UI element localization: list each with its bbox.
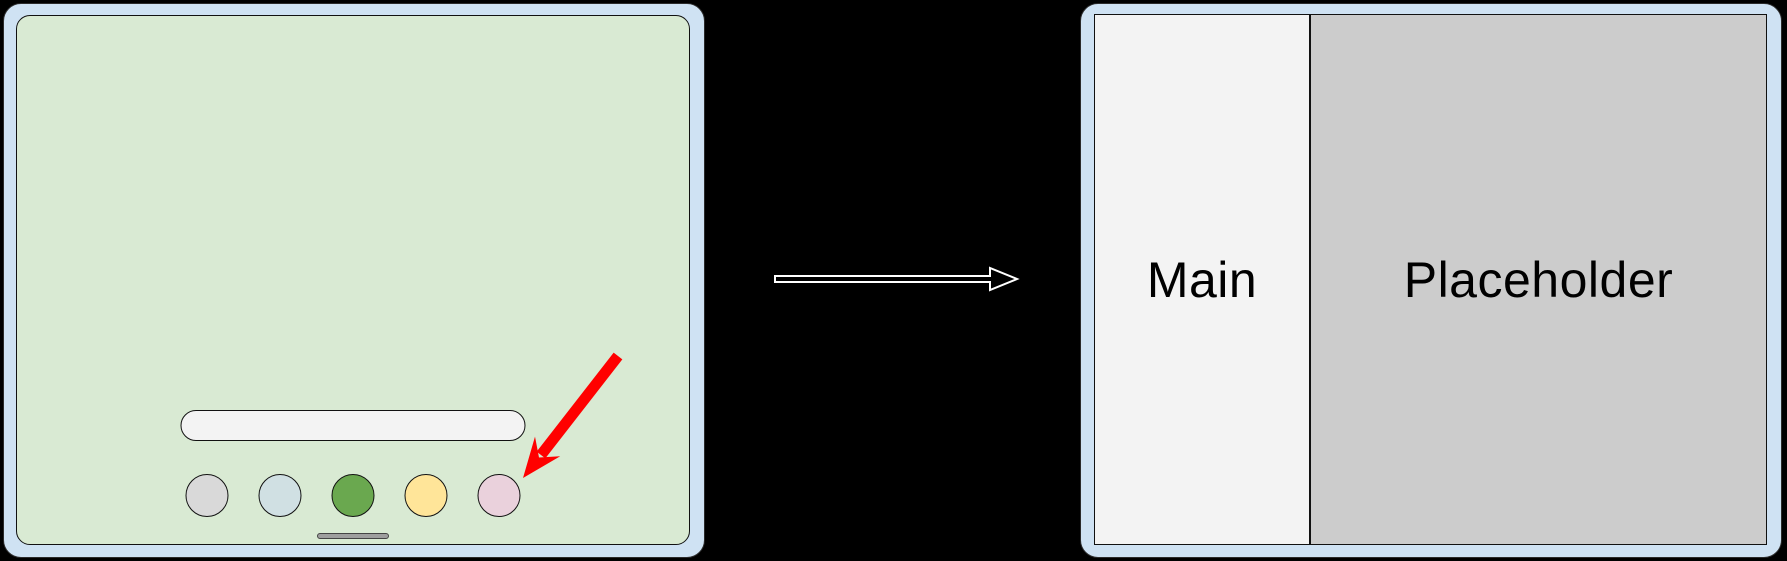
green-app-icon[interactable]: [331, 474, 375, 517]
red-pointer-arrow: [523, 352, 623, 478]
search-bar[interactable]: [180, 410, 526, 441]
placeholder-panel-label: Placeholder: [1403, 251, 1674, 308]
blue-app-icon[interactable]: [258, 474, 302, 517]
main-panel-label: Main: [1146, 251, 1258, 308]
dock: [185, 474, 521, 517]
tablet-after-frame: Main Placeholder: [1080, 3, 1782, 558]
home-screen: [16, 15, 690, 545]
home-indicator[interactable]: [317, 533, 389, 539]
gray-app-icon[interactable]: [185, 474, 229, 517]
yellow-app-icon[interactable]: [404, 474, 448, 517]
transition-arrow: [774, 266, 1020, 292]
placeholder-panel: Placeholder: [1311, 15, 1766, 544]
pink-app-icon[interactable]: [477, 474, 521, 517]
main-panel: Main: [1095, 15, 1311, 544]
split-screen: Main Placeholder: [1094, 14, 1767, 545]
red-pointer-arrow-shaft: [536, 352, 623, 459]
transition-arrow-body: [774, 266, 1020, 292]
tablet-before-frame: [3, 3, 705, 558]
red-pointer-arrow-head: [523, 436, 561, 478]
